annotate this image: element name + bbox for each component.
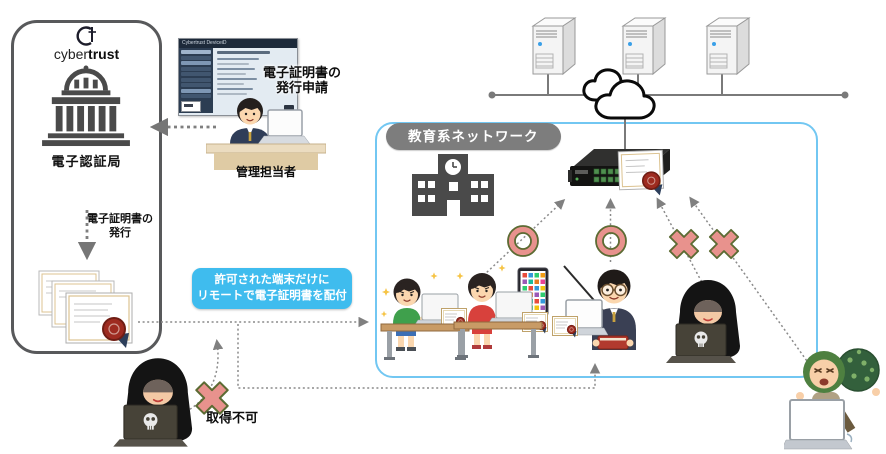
issuance-label: 電子証明書の 発行	[80, 213, 160, 241]
switch-certificate-icon	[617, 149, 665, 196]
denied-mark-icon	[706, 226, 742, 262]
ca-building-icon	[42, 65, 130, 147]
brand-prefix: cyber	[53, 46, 89, 62]
server-icon	[532, 17, 576, 75]
certificate-authority-box: cybertrust 電子認証局 電子証明書の 発行	[11, 20, 162, 354]
certificate-stack-icon	[38, 270, 133, 348]
request-label: 電子証明書の 発行申請	[244, 65, 360, 96]
issuance-line2: 発行	[109, 226, 131, 239]
student-girl-illustration	[453, 264, 549, 359]
window-body	[179, 48, 297, 113]
backbone-network	[488, 17, 849, 152]
window-content	[213, 48, 297, 113]
request-line1: 電子証明書の	[262, 65, 341, 80]
hacker-illustration	[665, 279, 741, 364]
cybertrust-wordmark: cybertrust	[14, 46, 159, 62]
callout-line1: 許可された端末だけに	[214, 274, 330, 286]
issuance-line1: 電子証明書の	[87, 213, 153, 225]
cybertrust-ct-logo-icon	[76, 26, 96, 46]
admin-screenshot-window: Cybertrust DeviceiD	[178, 38, 298, 116]
network-label-pill: 教育系ネットワーク	[386, 123, 561, 150]
server-icon	[622, 17, 666, 75]
allowed-mark-icon	[595, 225, 627, 257]
callout-line2: リモートで電子証明書を配付	[197, 289, 347, 302]
teacher-illustration	[552, 265, 636, 350]
brand-suffix: trust	[88, 46, 120, 62]
window-titlebar: Cybertrust DeviceiD	[179, 39, 297, 48]
server-icon	[706, 17, 750, 75]
manager-label: 管理担当者	[235, 165, 296, 179]
window-sidebar	[179, 48, 213, 113]
ca-label: 電子認証局	[51, 154, 122, 169]
denied-mark-icon	[192, 378, 232, 418]
distribution-callout: 許可された端末だけに リモートで電子証明書を配付	[192, 268, 352, 310]
request-line2: 発行申請	[275, 79, 328, 95]
cloud-icon	[594, 79, 656, 120]
school-icon	[412, 154, 494, 216]
denied-mark-icon	[666, 226, 702, 262]
manager-illustration	[206, 98, 326, 170]
content-logo	[284, 105, 294, 111]
thief-illustration	[784, 348, 880, 450]
allowed-mark-icon	[507, 225, 539, 257]
sidebar-logo	[181, 101, 201, 112]
